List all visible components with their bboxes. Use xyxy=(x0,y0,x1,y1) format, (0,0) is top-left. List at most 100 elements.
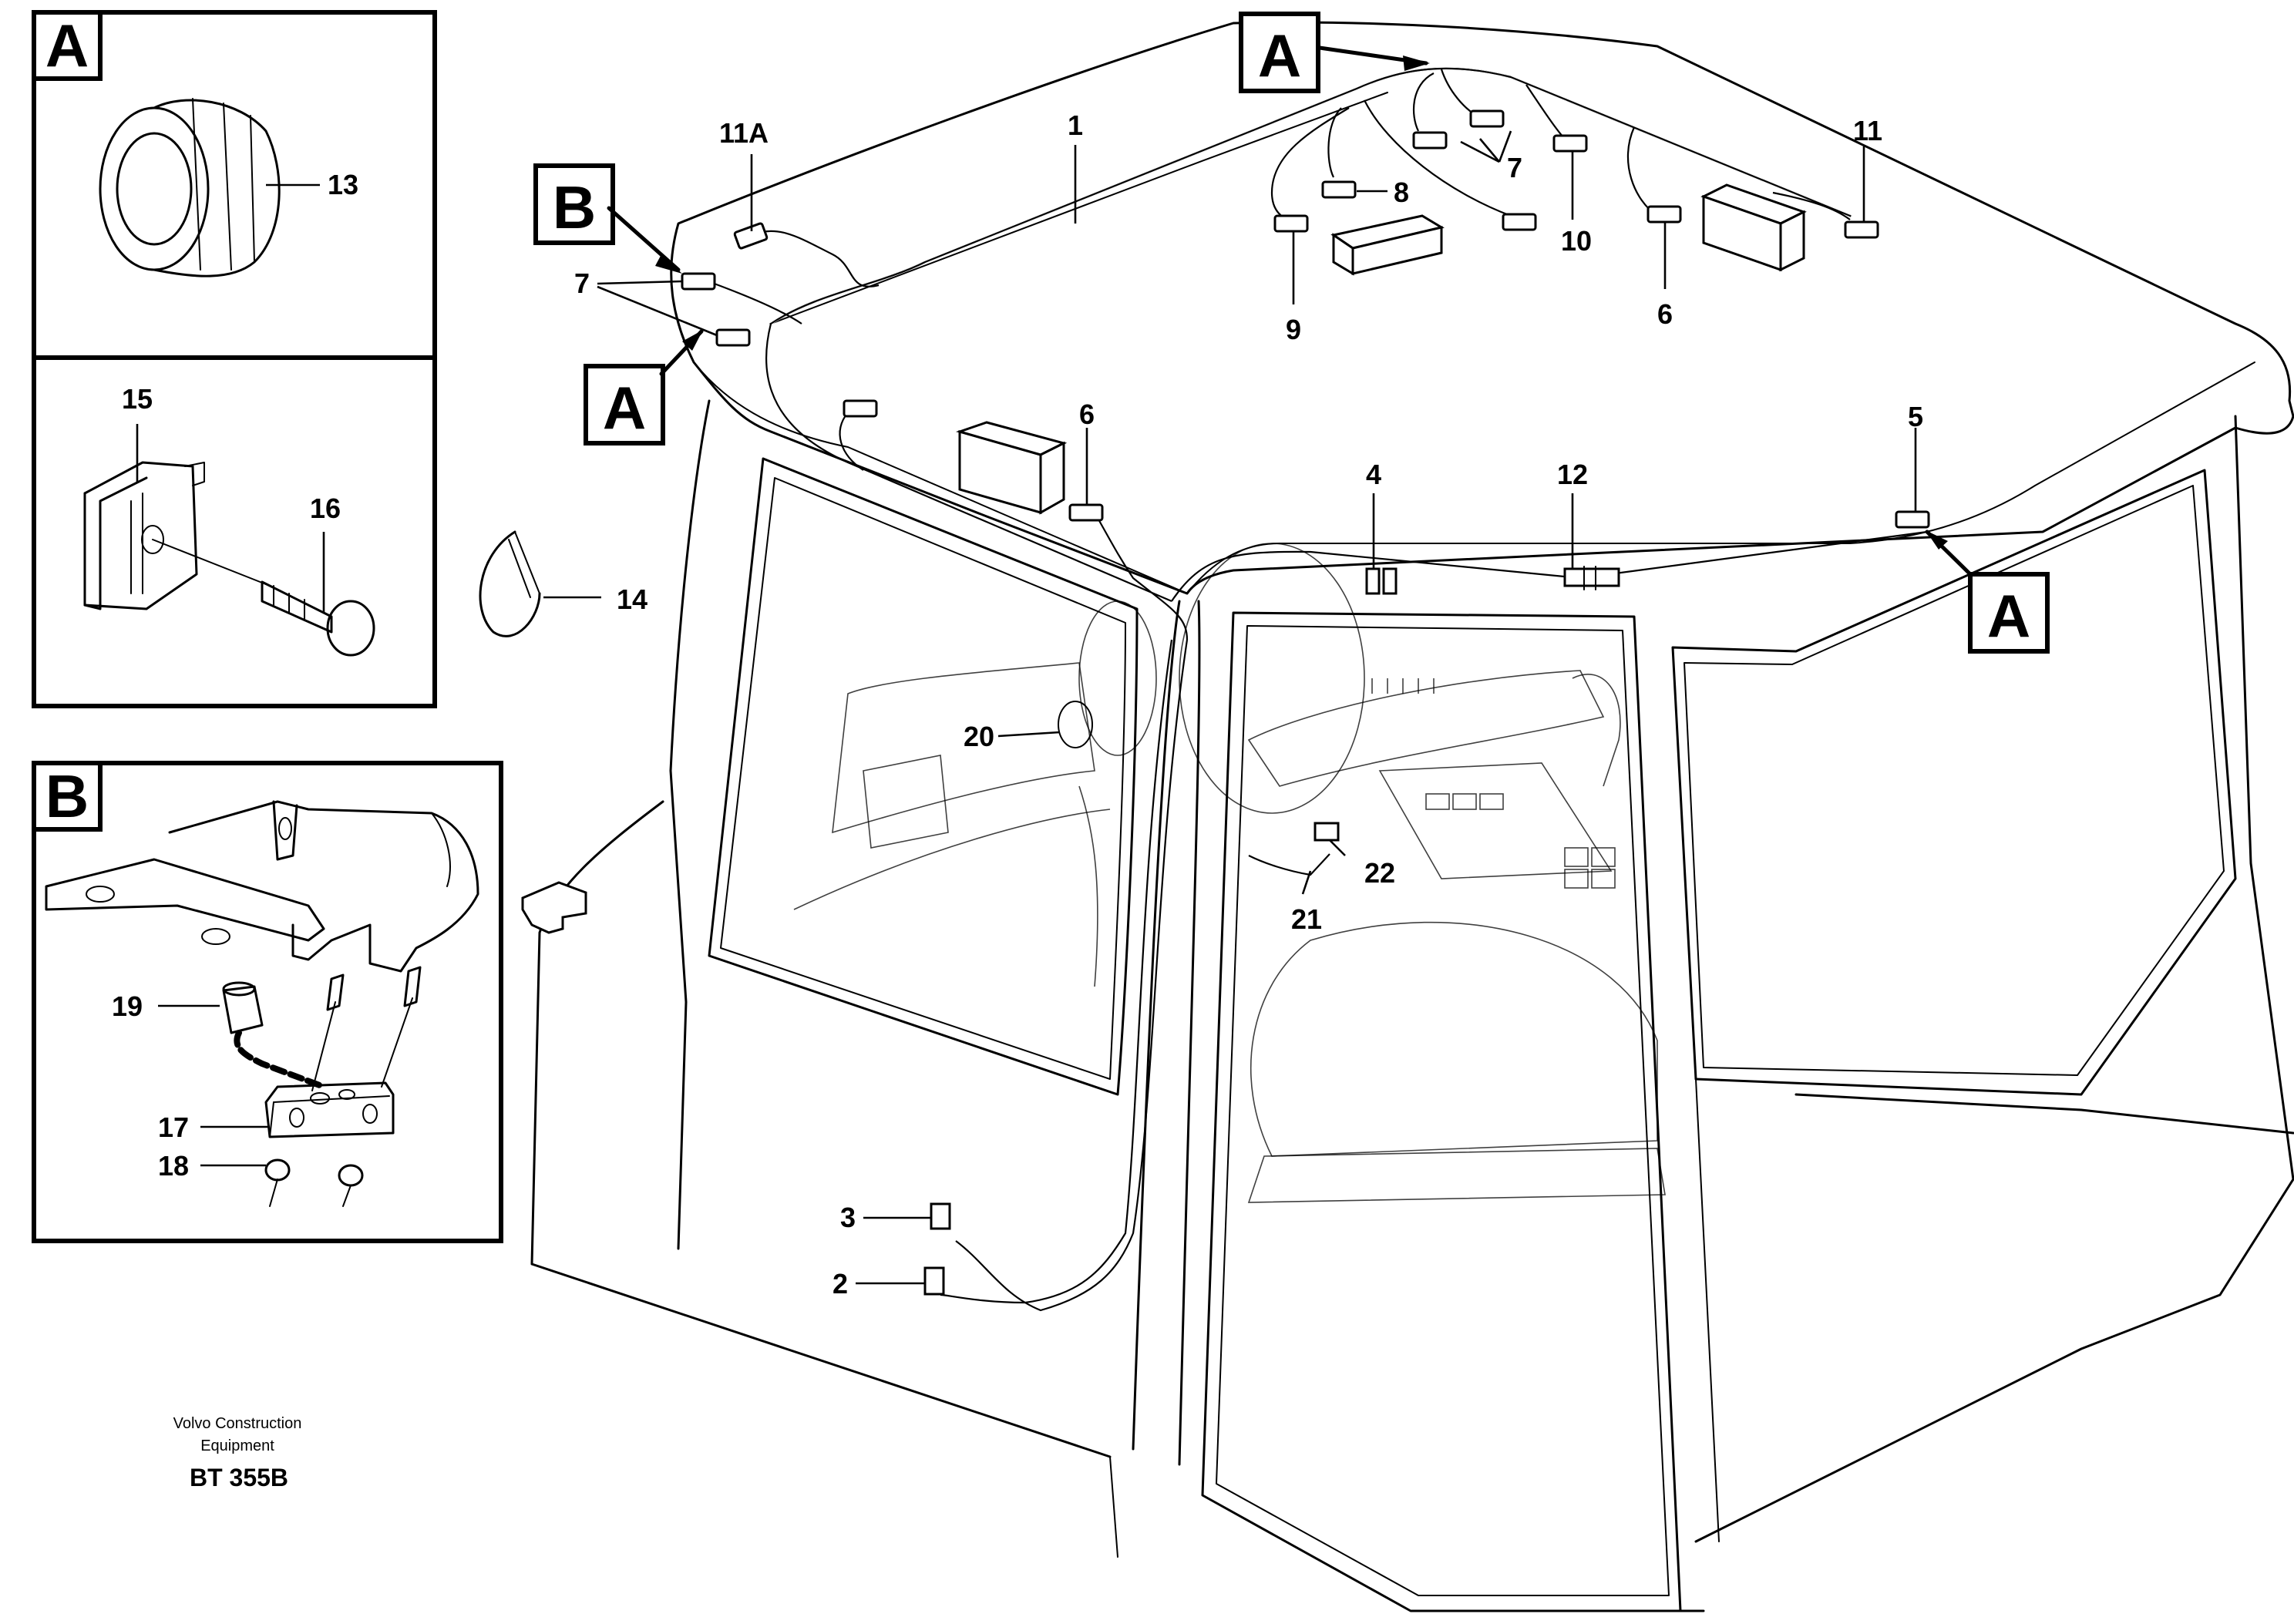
footer-company-line2: Equipment xyxy=(200,1437,274,1454)
branch-6b xyxy=(1626,126,1658,217)
rear-panel xyxy=(863,755,949,849)
label-part-21: 21 xyxy=(1291,903,1322,935)
branch-6a xyxy=(1094,512,1189,641)
dashboard xyxy=(1247,670,1605,787)
relay-box-middle xyxy=(1330,214,1445,276)
branch-down-left xyxy=(765,323,1172,603)
wiring-harness xyxy=(697,67,1928,1312)
connector-11 xyxy=(1844,220,1879,239)
label-part-13: 13 xyxy=(328,169,358,200)
connector-7-upper xyxy=(681,272,716,291)
label-part-14: 14 xyxy=(617,583,648,615)
connector-4b xyxy=(1382,567,1398,595)
right-window-inner xyxy=(1684,485,2225,1076)
seat-cushion xyxy=(1250,921,1658,1157)
label-part-17: 17 xyxy=(158,1111,189,1143)
view-tag-a-top: A xyxy=(1258,22,1301,89)
label-part-15: 15 xyxy=(122,383,153,415)
label-part-10: 10 xyxy=(1561,225,1592,257)
view-tag-b: B xyxy=(553,173,596,241)
right-window xyxy=(1671,469,2237,1096)
connector-4a xyxy=(1365,567,1381,595)
roof-outline xyxy=(670,21,2294,595)
label-part-8: 8 xyxy=(1394,177,1409,208)
label-part-1: 1 xyxy=(1068,109,1083,141)
right-pillar xyxy=(2234,415,2294,1181)
right-lower-wall xyxy=(1679,1093,2294,1612)
switch-panel xyxy=(1425,793,1616,889)
roof-edge-line xyxy=(693,361,1188,594)
branch-7b xyxy=(1412,72,1435,132)
label-part-11A: 11A xyxy=(719,117,769,149)
sensor-19 xyxy=(222,981,327,1090)
sensor-20 xyxy=(1058,701,1093,748)
front-pillar-left xyxy=(1132,600,1181,1451)
roof-inner xyxy=(770,92,1388,324)
label-part-11: 11 xyxy=(1853,115,1882,146)
rear-floor xyxy=(793,809,1111,910)
connector-5 xyxy=(1895,510,1930,529)
label-part-16: 16 xyxy=(310,493,341,524)
center-console xyxy=(1378,762,1613,879)
screw-b1 xyxy=(326,973,345,1011)
connector-22 xyxy=(1314,822,1340,842)
view-tag-a-right: A xyxy=(1987,582,2030,650)
label-part-4: 4 xyxy=(1366,459,1381,490)
connector-3 xyxy=(930,1202,951,1230)
branch-window xyxy=(839,412,864,471)
inset-a-title: A xyxy=(45,12,89,79)
connector-7c xyxy=(1502,213,1537,231)
block-17 xyxy=(264,997,413,1138)
branch-7d xyxy=(1364,99,1512,217)
relay-box-right xyxy=(1700,183,1807,272)
left-pillar xyxy=(669,399,711,1250)
label-part-6-right: 6 xyxy=(1657,298,1673,330)
branch-11 xyxy=(1772,191,1851,220)
rear-pillar-sketch xyxy=(1078,785,1098,987)
front-pillar-right xyxy=(1178,600,1201,1466)
left-window xyxy=(708,457,1139,1096)
connectors xyxy=(521,109,1930,1296)
label-part-3: 3 xyxy=(840,1202,856,1233)
branch-8 xyxy=(1327,107,1342,178)
label-part-9: 9 xyxy=(1286,314,1301,345)
nut-13 xyxy=(99,98,281,277)
cab-interior xyxy=(793,543,1666,1203)
rear-left-wall xyxy=(530,800,1112,1458)
wall-bracket xyxy=(521,881,587,934)
harness-22 xyxy=(1248,853,1330,876)
label-part-12: 12 xyxy=(1557,459,1588,490)
gauge-ticks xyxy=(1371,678,1435,694)
front-door xyxy=(1201,611,1682,1612)
branch-front xyxy=(1171,530,1928,602)
branch-9 xyxy=(1270,107,1350,220)
seat-front xyxy=(1247,1148,1666,1203)
connector-6-right xyxy=(1646,205,1682,224)
label-part-5: 5 xyxy=(1908,401,1923,432)
clip-15 xyxy=(83,461,205,610)
harness-lower xyxy=(955,639,1189,1312)
footer-drawing-code: BT 355B xyxy=(190,1464,288,1491)
inset-b-title: B xyxy=(45,762,89,830)
branch-10 xyxy=(1525,84,1566,140)
connector-12 xyxy=(1563,567,1620,587)
cable-tie-14 xyxy=(479,530,541,637)
connector-2 xyxy=(923,1266,945,1296)
branch-7c xyxy=(1440,69,1477,116)
harness-lower-2 xyxy=(940,639,1173,1304)
inset-b xyxy=(32,761,503,1243)
steering-wheel-rear xyxy=(1078,600,1157,756)
connector-11A xyxy=(733,222,769,250)
footer-company-line1: Volvo Construction xyxy=(173,1415,302,1432)
label-part-7-right: 7 xyxy=(1507,152,1522,183)
label-part-7-left: 7 xyxy=(574,267,590,299)
label-part-2: 2 xyxy=(832,1268,848,1300)
body-seam-2 xyxy=(1109,1456,1118,1558)
bracket-b xyxy=(45,800,479,973)
connector-7-lower xyxy=(715,328,751,347)
connector-9 xyxy=(1273,214,1309,233)
front-door-inner xyxy=(1216,625,1670,1596)
connector-window xyxy=(843,399,878,418)
